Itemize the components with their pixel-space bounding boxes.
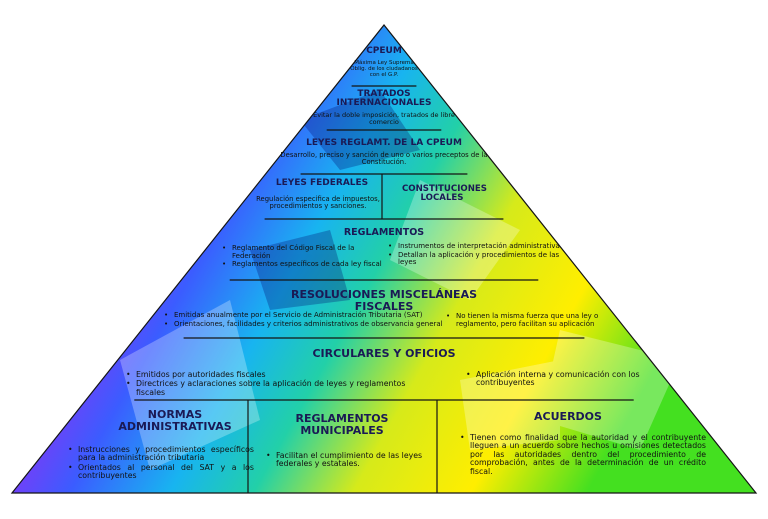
list-item: Tienen como finalidad que la autoridad y… [460,433,706,476]
list-item: Facilitan el cumplimiento de las leyes f… [266,451,440,469]
pyramid-dividers [10,24,758,494]
resoluciones-left-list: Emitidas anualmente por el Servicio de A… [162,311,444,329]
acuerdos-list: Tienen como finalidad que la autoridad y… [458,433,706,477]
list-item: Orientaciones, facilidades y criterios a… [164,320,444,329]
leyes-reglamt-title: LEYES REGLAMT. DE LA CPEUM [306,138,462,148]
list-item: Instrumentos de interpretación administr… [388,242,568,251]
acuerdos-title: ACUERDOS [534,410,602,423]
cpeum-title: CPEUM [366,46,402,56]
reglamentos-title: REGLAMENTOS [343,227,425,238]
list-item: Reglamento del Código Fiscal de la Feder… [222,244,392,260]
cpeum-description: Máxima Ley Suprema Oblig. de los ciudada… [350,60,418,78]
leyes-federales-title: LEYES FEDERALES [275,178,369,188]
list-item: Orientados al personal del SAT y a los c… [68,463,254,481]
constituciones-locales-title: CONSTITUCIONES LOCALES [402,184,487,204]
resoluciones-title: RESOLUCIONES MISCELÁNEAS FISCALES [290,288,478,313]
list-item: Directrices y aclaraciones sobre la apli… [126,380,412,397]
leyes-federales-description: Regulación especifica de impuestos, proc… [256,195,380,211]
list-item: Instrucciones y procedimientos específic… [68,445,254,463]
circulares-right-list: Aplicación interna y comunicación con lo… [464,370,656,389]
list-item: Emitidas anualmente por el Servicio de A… [164,311,444,320]
list-item: Emitidos por autoridades fiscales [126,370,412,380]
circulares-title: CIRCULARES Y OFICIOS [312,347,456,360]
list-item: Reglamentos específicos de cada ley fisc… [222,261,392,269]
normas-title: NORMAS ADMINISTRATIVAS [118,408,232,433]
reglamentos-municipales-list: Facilitan el cumplimiento de las leyes f… [264,451,440,470]
reglamentos-left-list: Reglamento del Código Fiscal de la Feder… [220,244,392,270]
list-item: Aplicación interna y comunicación con lo… [466,370,656,388]
reglamentos-municipales-title: REGLAMENTOS MUNICIPALES [295,412,389,437]
normas-list: Instrucciones y procedimientos específic… [66,445,254,482]
reglamentos-right-list: Instrumentos de interpretación administr… [386,242,568,268]
circulares-left-list: Emitidos por autoridades fiscales Direct… [124,370,412,398]
leyes-reglamt-description: Desarrollo, preciso y sanción de uno o v… [280,151,488,167]
list-item: Detallan la aplicación y procedimientos … [388,251,568,267]
resoluciones-right-list: No tienen la misma fuerza que una ley o … [444,312,616,329]
list-item: No tienen la misma fuerza que una ley o … [446,312,616,328]
tratados-description: Evitar la doble imposición, tratados de … [313,111,455,126]
tratados-title: TRATADOS INTERNACIONALES [336,89,432,109]
